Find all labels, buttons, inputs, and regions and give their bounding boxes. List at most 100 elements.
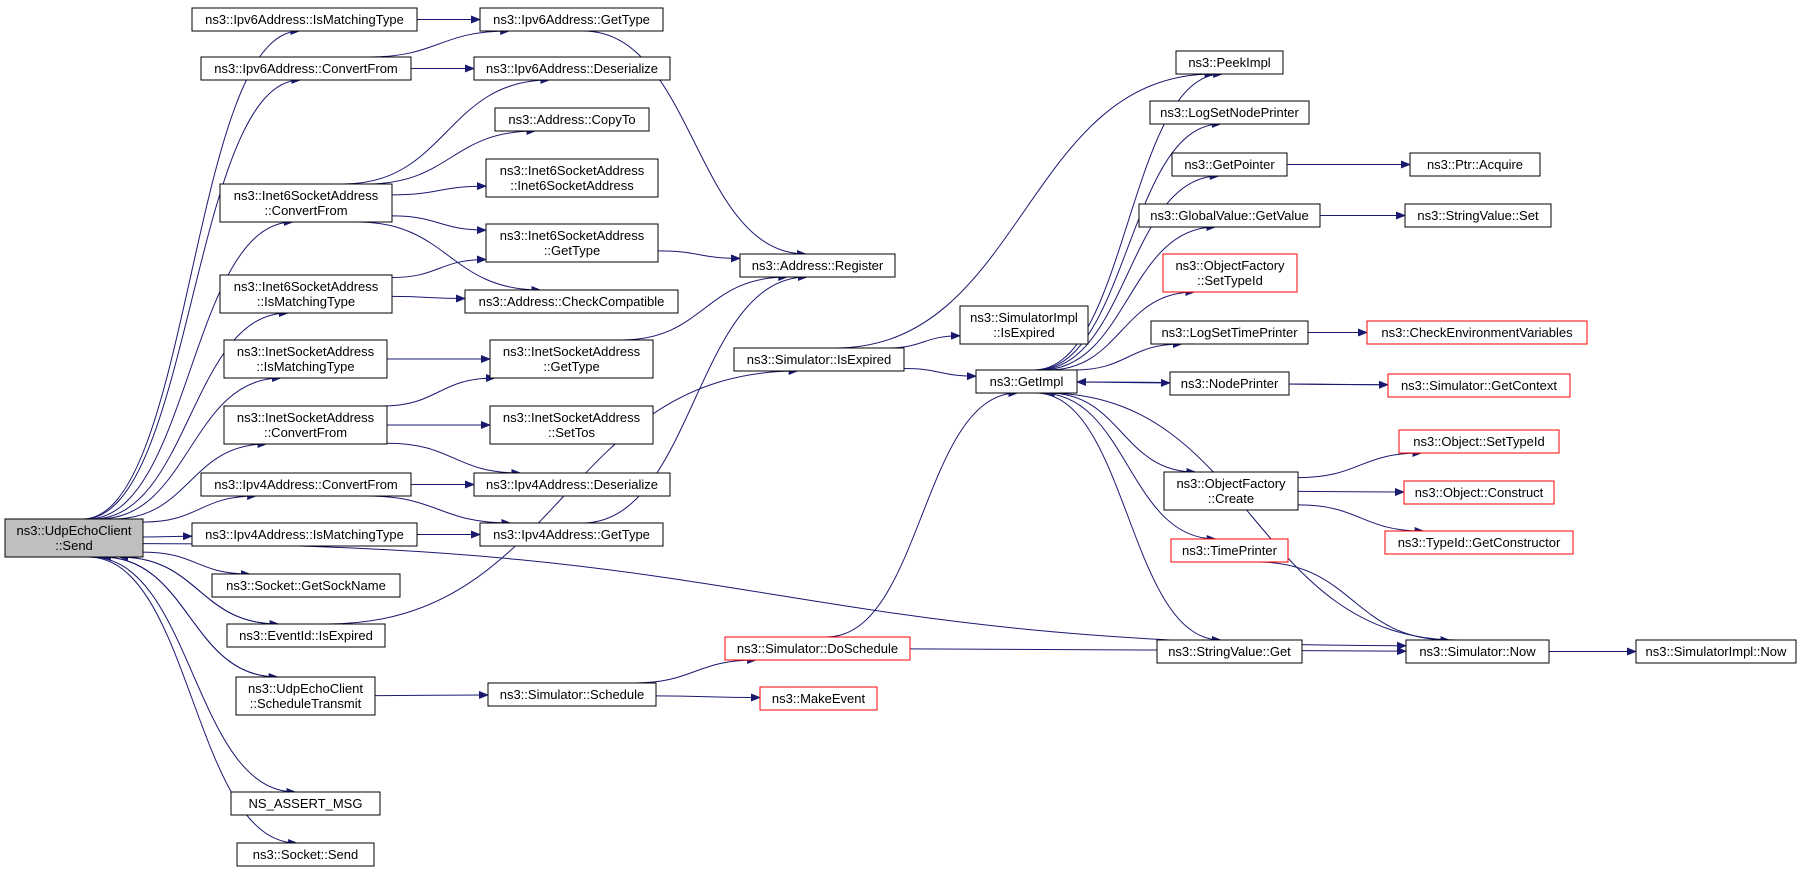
node-address-checkcompat[interactable]: ns3::Address::CheckCompatible xyxy=(464,289,679,314)
node-label: ::SetTypeId xyxy=(1197,273,1263,288)
node-label: ns3::Socket::GetSockName xyxy=(226,578,386,593)
node-simimpl-isexpired[interactable]: ns3::SimulatorImpl::IsExpired xyxy=(959,305,1089,345)
edge-sim_schedule-to-makeevent xyxy=(655,693,761,702)
node-stringvalue-set[interactable]: ns3::StringValue::Set xyxy=(1404,203,1552,228)
node-label: ns3::Simulator::DoSchedule xyxy=(737,641,898,656)
node-box xyxy=(487,682,657,707)
node-label: ns3::EventId::IsExpired xyxy=(239,628,373,643)
node-socket-send[interactable]: ns3::Socket::Send xyxy=(236,842,375,867)
node-label: ns3::GlobalValue::GetValue xyxy=(1150,208,1309,223)
node-sim-doschedule[interactable]: ns3::Simulator::DoSchedule xyxy=(724,636,911,661)
node-label: ::GetType xyxy=(544,243,600,258)
node-ipv6-gettype[interactable]: ns3::Ipv6Address::GetType xyxy=(479,7,664,32)
node-address-register[interactable]: ns3::Address::Register xyxy=(739,253,896,278)
node-address-copyto[interactable]: ns3::Address::CopyTo xyxy=(494,107,650,132)
node-logsettimeprinter[interactable]: ns3::LogSetTimePrinter xyxy=(1150,320,1309,345)
node-checkenvvars[interactable]: ns3::CheckEnvironmentVariables xyxy=(1366,320,1588,345)
node-label: ns3::Address::CheckCompatible xyxy=(479,294,665,309)
node-nodeprinter[interactable]: ns3::NodePrinter xyxy=(1169,371,1290,396)
node-makeevent[interactable]: ns3::MakeEvent xyxy=(759,686,878,711)
node-udp-scheduletransmit[interactable]: ns3::UdpEchoClient::ScheduleTransmit xyxy=(235,676,376,716)
node-getimpl[interactable]: ns3::GetImpl xyxy=(975,369,1078,394)
node-box xyxy=(975,369,1078,394)
node-getpointer[interactable]: ns3::GetPointer xyxy=(1171,152,1288,177)
edge-inet6_ismatching-to-inet6_gettype xyxy=(391,255,487,279)
node-label: ns3::Simulator::IsExpired xyxy=(747,352,892,367)
edge-udp_send-to-ipv6_convertfrom xyxy=(83,76,302,520)
node-typeid-getconstructor[interactable]: ns3::TypeId::GetConstructor xyxy=(1384,530,1574,555)
node-box xyxy=(235,676,376,716)
node-object-construct[interactable]: ns3::Object::Construct xyxy=(1403,480,1555,505)
node-inet-gettype[interactable]: ns3::InetSocketAddress::GetType xyxy=(489,339,654,379)
node-box xyxy=(485,223,659,263)
node-box xyxy=(1170,538,1289,563)
node-label: ns3::StringValue::Set xyxy=(1417,208,1539,223)
edge-udp_send-to-inet6_convertfrom xyxy=(87,218,294,520)
node-label: ns3::Address::Register xyxy=(752,258,884,273)
node-ipv6-deserialize[interactable]: ns3::Ipv6Address::Deserialize xyxy=(473,56,671,81)
edge-udp_scheduletransmit-to-sim_schedule xyxy=(374,690,489,699)
node-ipv6-ismatching[interactable]: ns3::Ipv6Address::IsMatchingType xyxy=(191,7,418,32)
edge-udp_send-to-inet_convertfrom xyxy=(112,440,268,520)
node-eventid-isexpired[interactable]: ns3::EventId::IsExpired xyxy=(226,623,386,648)
node-ns-assert-msg[interactable]: NS_ASSERT_MSG xyxy=(230,791,381,816)
node-peekimpl[interactable]: ns3::PeekImpl xyxy=(1175,50,1284,75)
edge-getimpl-to-logsettimeprinter xyxy=(1074,340,1183,371)
node-label: ns3::Inet6SocketAddress xyxy=(500,228,645,243)
node-udp-send[interactable]: ns3::UdpEchoClient::Send xyxy=(4,518,144,558)
node-timeprinter[interactable]: ns3::TimePrinter xyxy=(1170,538,1289,563)
node-inet6-ctor[interactable]: ns3::Inet6SocketAddress::Inet6SocketAddr… xyxy=(485,158,659,198)
node-label: ::ScheduleTransmit xyxy=(250,696,362,711)
edge-getimpl-to-globalvalue_getvalue xyxy=(1040,223,1217,371)
node-box xyxy=(724,636,911,661)
node-objfactory-settypeid[interactable]: ns3::ObjectFactory::SetTypeId xyxy=(1162,253,1298,293)
node-sim-isexpired[interactable]: ns3::Simulator::IsExpired xyxy=(733,347,905,372)
node-label: ns3::Ptr::Acquire xyxy=(1427,157,1523,172)
node-ipv4-ismatching[interactable]: ns3::Ipv4Address::IsMatchingType xyxy=(191,522,418,547)
edge-inet6_convertfrom-to-inet6_gettype xyxy=(391,215,487,235)
node-ipv6-convertfrom[interactable]: ns3::Ipv6Address::ConvertFrom xyxy=(200,56,412,81)
node-inet6-ismatching[interactable]: ns3::Inet6SocketAddress::IsMatchingType xyxy=(219,274,393,314)
node-inet-ismatching[interactable]: ns3::InetSocketAddress::IsMatchingType xyxy=(223,339,388,379)
node-label: ns3::UdpEchoClient xyxy=(17,523,132,538)
node-label: ns3::ObjectFactory xyxy=(1176,476,1286,491)
node-objfactory-create[interactable]: ns3::ObjectFactory::Create xyxy=(1163,471,1299,511)
node-stringvalue-get[interactable]: ns3::StringValue::Get xyxy=(1156,639,1303,664)
node-sim-getcontext[interactable]: ns3::Simulator::GetContext xyxy=(1387,373,1571,398)
node-label: ns3::Simulator::GetContext xyxy=(1401,378,1557,393)
node-label: ns3::ObjectFactory xyxy=(1175,258,1285,273)
node-label: ns3::Ipv6Address::Deserialize xyxy=(486,61,658,76)
node-label: ::Inet6SocketAddress xyxy=(510,178,634,193)
node-ptr-acquire[interactable]: ns3::Ptr::Acquire xyxy=(1409,152,1541,177)
edge-inet6_convertfrom-to-address_copyto xyxy=(366,127,537,185)
node-ipv4-deserialize[interactable]: ns3::Ipv4Address::Deserialize xyxy=(473,472,671,497)
node-inet6-convertfrom[interactable]: ns3::Inet6SocketAddress::ConvertFrom xyxy=(219,183,393,223)
node-box xyxy=(226,623,386,648)
node-sim-now[interactable]: ns3::Simulator::Now xyxy=(1405,639,1550,664)
node-box xyxy=(200,472,412,497)
node-ipv4-convertfrom[interactable]: ns3::Ipv4Address::ConvertFrom xyxy=(200,472,412,497)
node-logsetnodeprinter[interactable]: ns3::LogSetNodePrinter xyxy=(1149,100,1310,125)
node-label: ns3::Ipv6Address::GetType xyxy=(493,12,650,27)
node-label: ::GetType xyxy=(543,359,599,374)
node-box xyxy=(1150,320,1309,345)
node-label: ns3::Ipv6Address::IsMatchingType xyxy=(205,12,404,27)
node-object-settypeid[interactable]: ns3::Object::SetTypeId xyxy=(1398,429,1560,454)
edge-inet6_convertfrom-to-address_checkcompat xyxy=(357,221,542,294)
node-label: ns3::Ipv4Address::IsMatchingType xyxy=(205,527,404,542)
node-box xyxy=(485,158,659,198)
node-socket-getsockname[interactable]: ns3::Socket::GetSockName xyxy=(211,573,401,598)
node-label: ns3::Simulator::Now xyxy=(1419,644,1536,659)
node-inet6-gettype[interactable]: ns3::Inet6SocketAddress::GetType xyxy=(485,223,659,263)
edge-sim_isexpired-to-peekimpl xyxy=(834,70,1215,349)
node-sim-schedule[interactable]: ns3::Simulator::Schedule xyxy=(487,682,657,707)
node-box xyxy=(191,7,418,32)
node-simimpl-now[interactable]: ns3::SimulatorImpl::Now xyxy=(1635,639,1797,664)
node-box xyxy=(211,573,401,598)
node-inet-convertfrom[interactable]: ns3::InetSocketAddress::ConvertFrom xyxy=(223,405,388,445)
node-label: ns3::InetSocketAddress xyxy=(237,410,375,425)
edge-sim_isexpired-to-getimpl xyxy=(903,368,977,381)
node-inet-settos[interactable]: ns3::InetSocketAddress::SetTos xyxy=(489,405,654,445)
node-ipv4-gettype[interactable]: ns3::Ipv4Address::GetType xyxy=(479,522,664,547)
node-globalvalue-getvalue[interactable]: ns3::GlobalValue::GetValue xyxy=(1138,203,1321,228)
